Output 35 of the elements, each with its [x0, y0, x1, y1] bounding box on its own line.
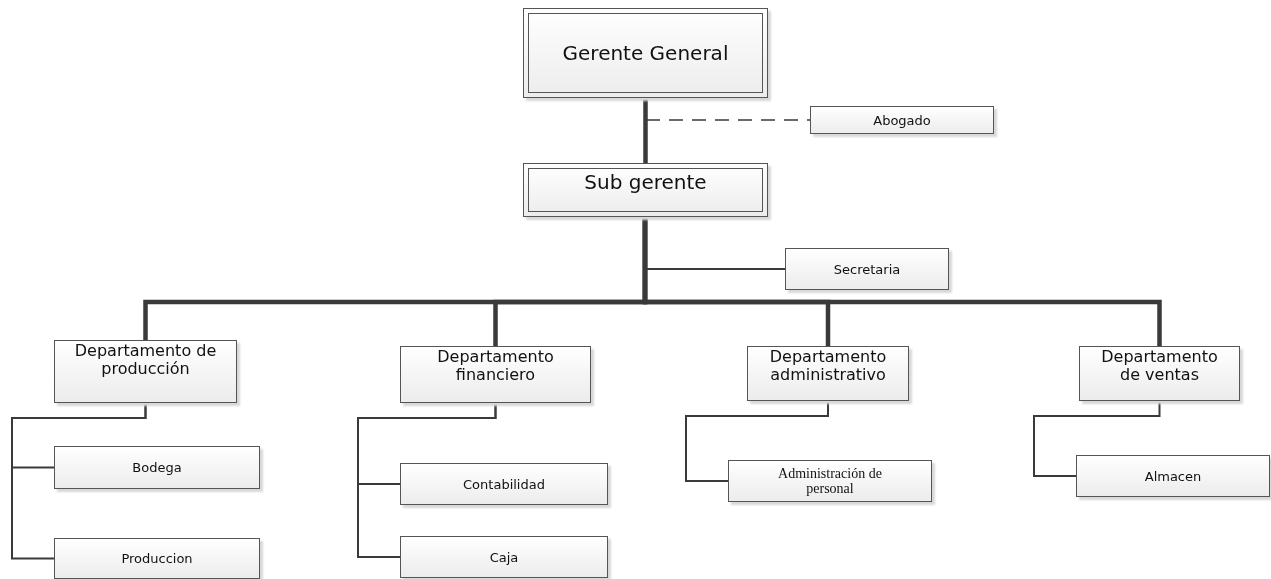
connector [1033, 400, 1161, 477]
box-label: Gerente General [562, 41, 729, 65]
org-chart-box [728, 460, 932, 502]
org-chart-box [523, 163, 768, 217]
thick-connector [643, 98, 648, 163]
box-label: Contabilidad [463, 476, 545, 492]
box-label: Secretaria [833, 261, 901, 277]
connector [685, 400, 829, 482]
org-chart-box [400, 463, 608, 505]
org-chart-box [785, 248, 949, 290]
box-label: Departamento financiero [436, 348, 555, 385]
connector [11, 402, 147, 560]
box-label: Produccion [121, 551, 193, 566]
org-chart-box [523, 8, 768, 98]
dashed-connector [644, 97, 811, 121]
box-label: Departamento administrativo [768, 348, 888, 385]
org-chart-box [810, 106, 994, 134]
box-label: Caja [489, 549, 519, 565]
org-chart-box [1076, 455, 1270, 497]
thick-connector [642, 217, 1162, 346]
org-chart-box [54, 340, 237, 403]
box-label: Departamento de producción [73, 342, 218, 379]
box-label: Almacen [1144, 468, 1202, 484]
box-label: Departamento de ventas [1100, 348, 1219, 385]
box-label: Sub gerente [584, 170, 707, 194]
org-chart-box [54, 446, 260, 489]
org-chart-box [400, 536, 608, 578]
box-label: Bodega [132, 460, 182, 475]
box-label: Abogado [873, 112, 931, 128]
connector [357, 402, 497, 558]
org-chart-box [1079, 346, 1240, 401]
org-chart-box [747, 346, 909, 401]
org-chart-box [54, 538, 260, 579]
org-chart-box [400, 346, 591, 403]
box-label: Administración de personal [777, 465, 883, 497]
